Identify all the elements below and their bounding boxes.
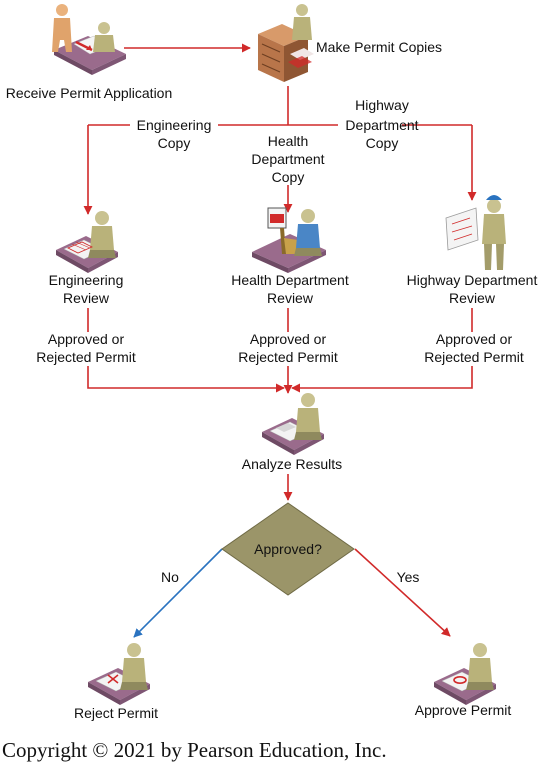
highway-result-label-2: Rejected Permit [424,349,524,365]
person-inspection-icon [252,207,326,273]
decision-label: Approved? [254,541,322,557]
edge-eng-merge [87,366,285,393]
person-desk-icon [261,392,325,456]
health-result-label-1: Approved or [250,331,327,347]
edge-highway-merge [291,366,473,393]
edge-no-label: No [161,569,179,585]
edge-highway-copy-label-1: Highway [355,97,409,113]
edge-no [133,548,223,638]
edge-highway-copy-label-3: Copy [366,135,399,151]
two-people-desk-icon [52,4,126,75]
health-result-label-2: Rejected Permit [238,349,338,365]
node-highway-review-label-2: Review [449,290,496,306]
highway-result-label-1: Approved or [436,331,513,347]
node-copies-label: Make Permit Copies [316,39,442,55]
edge-eng-copy-label-2: Copy [158,135,191,151]
eng-result-label-1: Approved or [48,331,125,347]
node-receive-label: Receive Permit Application [6,85,173,101]
node-analyze-label: Analyze Results [242,456,342,472]
edge-yes [354,548,451,637]
node-highway-review-label-1: Highway Department [407,272,538,288]
person-desk-plans-icon [55,210,119,274]
node-eng-review-label-2: Review [63,290,110,306]
node-approve-label: Approve Permit [415,702,512,718]
engineer-blueprint-icon [445,195,506,270]
decision-diamond [221,502,355,596]
node-eng-review-label-1: Engineering [49,272,124,288]
edge-yes-label: Yes [397,569,420,585]
copyright-footer: Copyright © 2021 by Pearson Education, I… [2,738,387,762]
person-desk-approve-icon [433,642,497,706]
connectors [83,43,477,638]
copier-person-icon [258,4,314,82]
eng-result-label-2: Rejected Permit [36,349,136,365]
labels: Receive Permit Application Make Permit C… [2,39,537,762]
node-health-review-label-1: Health Department [231,272,349,288]
node-health-review-label-2: Review [267,290,314,306]
person-desk-reject-icon [87,642,151,706]
edge-highway-copy-label-2: Department [345,117,418,133]
edge-eng-copy-label-1: Engineering [137,117,212,133]
edge-health-copy-label-1: Health [268,133,308,149]
edge-health-copy-label-2: Department [251,151,324,167]
edge-health-copy-label-3: Copy [272,169,305,185]
node-reject-label: Reject Permit [74,705,158,721]
